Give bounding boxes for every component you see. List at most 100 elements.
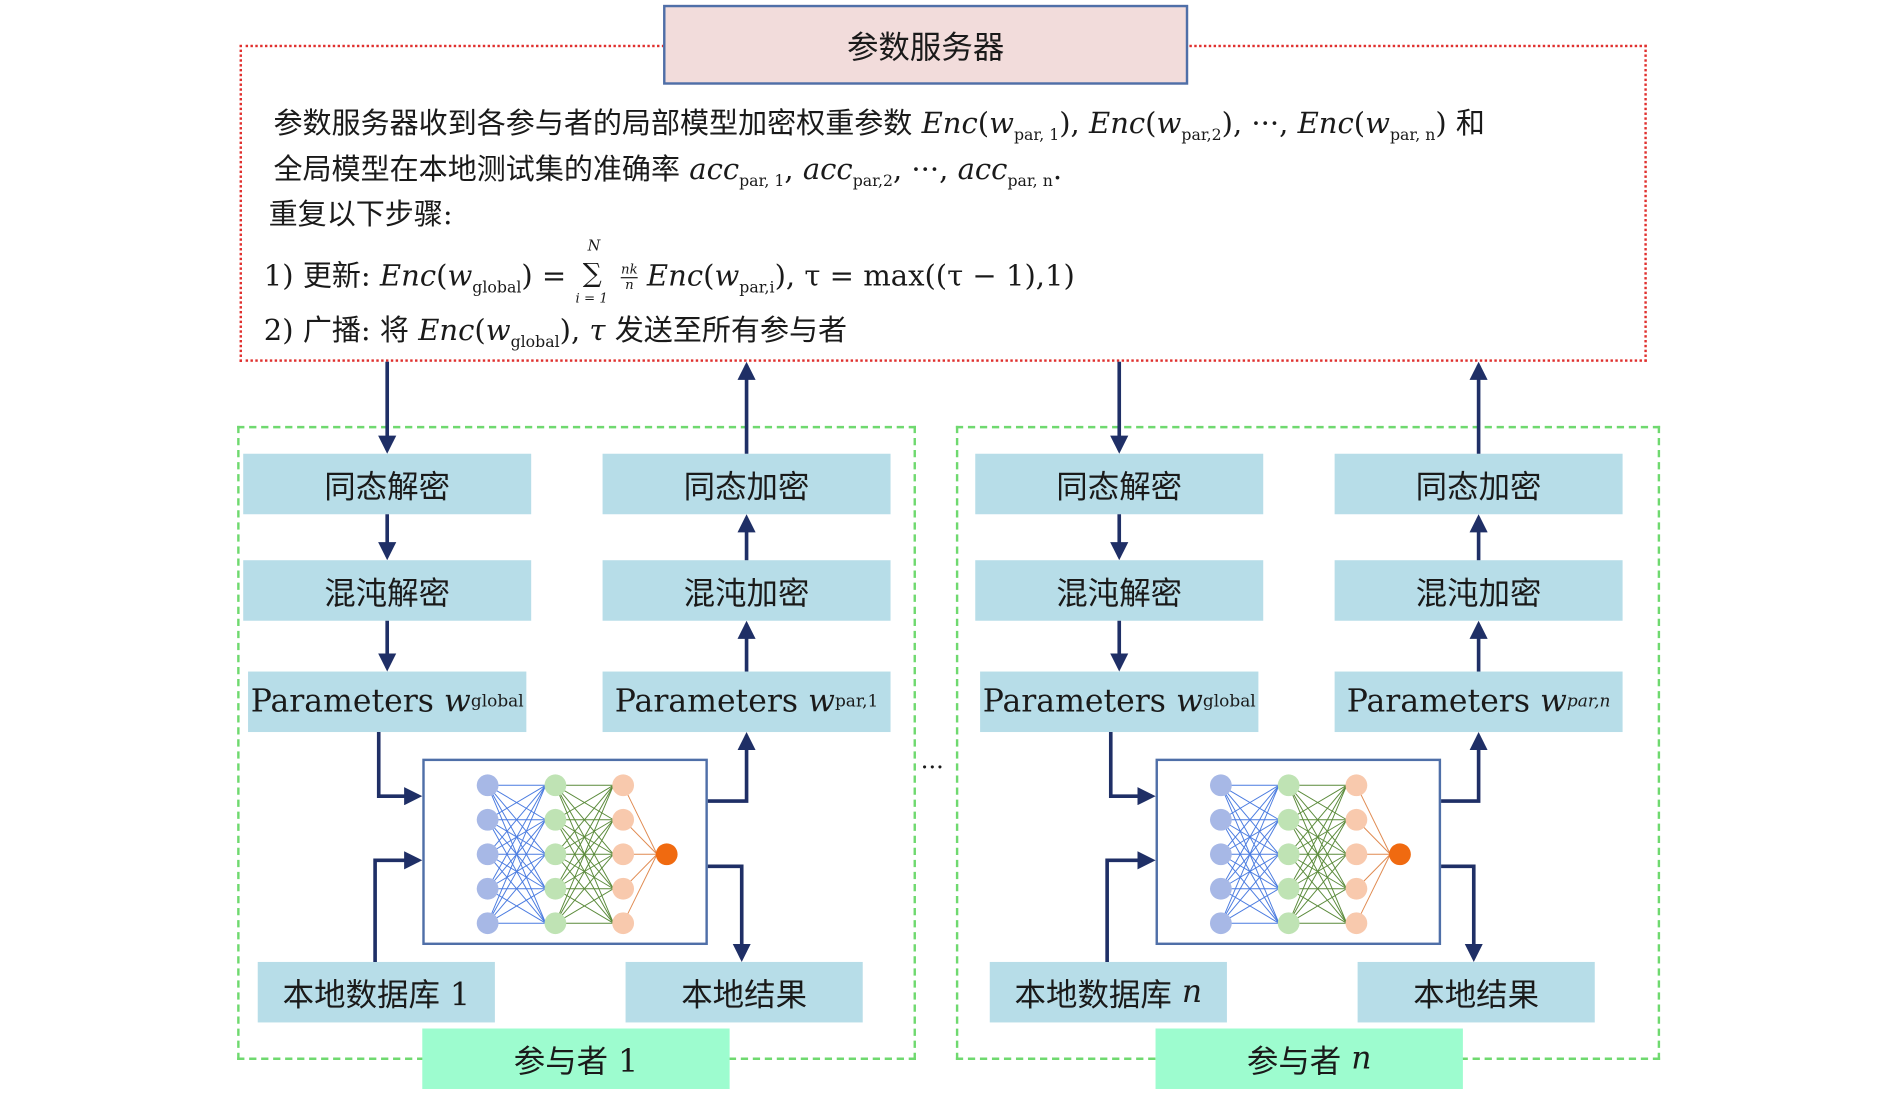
nn-edge <box>1288 819 1348 924</box>
fraction-numerator: nk <box>621 261 638 279</box>
nn-edge <box>1220 785 1280 889</box>
nn-edge <box>1220 784 1280 855</box>
nn-edge <box>1355 854 1391 924</box>
nn-node <box>1277 877 1300 900</box>
nn-edge <box>487 785 547 889</box>
enc-text: Enc <box>379 258 437 293</box>
nn-node <box>1209 774 1232 797</box>
chaos-decrypt-block: 混沌解密 <box>975 560 1264 621</box>
nn-node <box>612 912 635 935</box>
nn-edge <box>554 819 614 924</box>
nn-edge <box>1220 784 1280 821</box>
nn-edge <box>1220 819 1280 924</box>
sum-lower-limit: i = 1 <box>575 289 608 306</box>
nn-edge <box>1220 853 1280 924</box>
acc-text: acc <box>802 152 853 187</box>
sub-par-2: par,2 <box>1181 126 1222 145</box>
enc-text: Enc <box>418 313 475 348</box>
nn-node <box>1345 774 1368 797</box>
w-symbol: w <box>485 313 511 348</box>
nn-edge <box>1220 888 1280 924</box>
nn-node <box>1209 877 1232 900</box>
nn-node <box>1277 843 1300 866</box>
nn-edge <box>1288 784 1348 855</box>
nn-node <box>1209 808 1232 831</box>
nn-edge <box>555 888 614 924</box>
fraction: nk n <box>621 261 638 293</box>
nn-node <box>476 774 499 797</box>
server-line-3: 重复以下步骤: <box>268 197 453 232</box>
nn-edge <box>555 853 614 924</box>
server-title: 参数服务器 <box>663 4 1189 85</box>
sub-local: par,n <box>1566 692 1611 712</box>
nn-edge <box>554 785 614 889</box>
chaos-decrypt-block: 混沌解密 <box>243 560 532 621</box>
nn-edge <box>1288 853 1348 924</box>
nn-edge <box>487 785 547 924</box>
nn-edge <box>487 784 547 855</box>
nn-edge <box>487 888 546 924</box>
params-global-label: Parameters <box>982 683 1166 720</box>
nn-node <box>476 912 499 935</box>
sub-par-1: par, 1 <box>1013 126 1060 145</box>
participant-label-n: n <box>1351 1040 1372 1077</box>
params-global-label: Parameters <box>250 683 434 720</box>
nn-node <box>1209 912 1232 935</box>
w-symbol: w <box>1156 106 1182 141</box>
w-symbol: w <box>447 258 473 293</box>
nn-node <box>476 843 499 866</box>
sub-par-2: par,2 <box>852 172 893 191</box>
nn-node <box>544 912 567 935</box>
nn-node <box>1277 808 1300 831</box>
params-local-label: Parameters <box>1346 683 1530 720</box>
nn-edge <box>1288 784 1347 821</box>
homo-encrypt-block: 同态加密 <box>1334 453 1623 515</box>
neural-network-1 <box>422 758 708 946</box>
w-symbol: w <box>808 683 835 720</box>
local-db-n: n <box>1181 974 1203 1011</box>
nn-node <box>1389 843 1411 866</box>
participant-1-label: 参与者 1 <box>422 1028 730 1089</box>
nn-edge <box>555 784 614 821</box>
arrow-nn-to-result-1 <box>707 864 751 962</box>
nn-edge <box>487 853 547 924</box>
ellipsis: ··· <box>1251 106 1280 141</box>
arrow-nn-to-params-n <box>1441 732 1488 803</box>
sub-par-1: par, 1 <box>739 172 785 191</box>
nn-node <box>655 843 678 866</box>
nn-edge <box>1220 785 1280 924</box>
nn-edge <box>555 784 614 855</box>
nn-edge <box>622 854 658 924</box>
sub-par-n: par, n <box>1007 172 1053 191</box>
nn-edge <box>554 785 614 924</box>
sub-local: par,1 <box>834 692 879 712</box>
nn-node <box>1209 843 1232 866</box>
neural-network-n <box>1155 758 1442 946</box>
sub-par-n: par, n <box>1389 126 1436 145</box>
nn-edge <box>1288 888 1347 924</box>
nn-node <box>1345 808 1368 831</box>
local-result-block: 本地结果 <box>625 961 863 1023</box>
enc-text: Enc <box>646 258 704 293</box>
chaos-encrypt-block: 混沌加密 <box>1334 560 1623 621</box>
arrow-nn-to-result-n <box>1441 864 1483 962</box>
sub-global: global <box>472 279 522 298</box>
nn-edge <box>1355 785 1391 855</box>
nn-node <box>1345 843 1368 866</box>
nn-node <box>476 808 499 831</box>
nn-node <box>1345 912 1368 935</box>
homo-decrypt-block: 同态解密 <box>975 453 1264 515</box>
arrow-db-to-nn-n <box>1105 851 1156 962</box>
sub-global: global <box>470 692 524 712</box>
nn-node <box>1345 877 1368 900</box>
nn-node <box>544 877 567 900</box>
local-result-block: 本地结果 <box>1357 961 1595 1023</box>
local-database-block: 本地数据库 n <box>989 961 1227 1023</box>
local-db-label: 本地数据库 <box>1014 977 1172 1014</box>
nn-node <box>1277 774 1300 797</box>
server-line-2: 全局模型在本地测试集的准确率 accpar, 1, accpar,2, ···,… <box>273 152 1063 191</box>
sub-global: global <box>510 333 560 352</box>
